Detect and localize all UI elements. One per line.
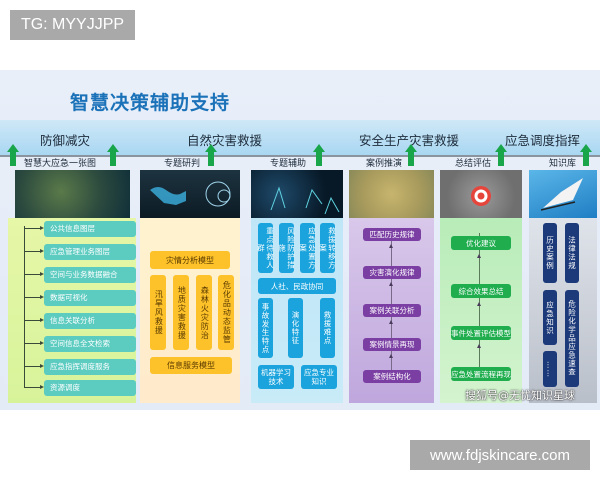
up-arrow-icon (7, 144, 19, 166)
column-box: 汛旱风救援 (150, 275, 166, 350)
up-arrow-icon (495, 144, 507, 166)
list-item: 空间信息全文检索 (44, 336, 136, 352)
step-box: 综合效果总结 (451, 284, 511, 298)
list-item: 信息关联分析 (44, 313, 136, 329)
model-box: 灾情分析模型 (150, 251, 230, 269)
category-defense: 防御减灾 (40, 133, 91, 148)
step-box: 优化建议 (451, 236, 511, 250)
module-label: 总结评估 (455, 159, 492, 169)
list-item: 公共信息图层 (44, 221, 136, 237)
terrain-map-image (349, 170, 434, 218)
column-box: 地质灾害救援 (173, 275, 189, 350)
category-natural-disaster: 自然灾害救援 (187, 133, 263, 148)
module-label: 专题研判 (164, 159, 201, 169)
divider-line (0, 155, 600, 157)
panel-topic-analysis: 灾情分析模型 汛旱风救援 地质灾害救援 森林火灾防治 危化品动态监管 信息服务模… (140, 218, 240, 403)
category-safety-production: 安全生产灾害救援 (359, 133, 460, 148)
watermark-bottom: www.fdjskincare.com (410, 440, 590, 470)
sohu-watermark: 搜狐号@无忧知识星球 (465, 389, 575, 402)
up-arrow-icon (405, 144, 417, 166)
module-label: 知识库 (549, 159, 577, 169)
up-arrow-icon (580, 144, 592, 166)
panel-emergency-map: 公共信息图层 应急管理业务图层 空间与业务数据融合 数据可视化 信息关联分析 空… (8, 218, 136, 403)
panel-topic-assist: 重点待救人群 风险防护措施 应急处置方案 救援转移方案 人社、民政协同 事故发生… (251, 218, 343, 403)
up-arrow-icon (107, 144, 119, 166)
list-item: 数据可视化 (44, 290, 136, 306)
dashboard-map-image (15, 170, 130, 218)
step-box: 应急处置流程再现 (451, 367, 511, 381)
step-box: 案例结构化 (363, 370, 421, 383)
step-box: 案例情景再现 (363, 338, 421, 351)
step-box: 案例关联分析 (363, 304, 421, 317)
category-dispatch-command: 应急调度指挥 (505, 133, 581, 148)
panel-case-deduction: 匹配历史规律 灾害演化规律 案例关联分析 案例情景再现 案例结构化 (349, 218, 434, 403)
diagram-title: 智慧决策辅助支持 (69, 92, 230, 114)
step-box: 事件处置评估模型 (451, 326, 511, 340)
list-item: 应急管理业务图层 (44, 244, 136, 260)
list-item: 应急指挥调度服务 (44, 359, 136, 375)
world-map-brain-image (140, 170, 240, 218)
data-particles-image (251, 170, 343, 218)
module-label: 智慧大应急一张图 (24, 159, 97, 169)
up-arrow-icon (313, 144, 325, 166)
panel-knowledge-base: 历史案例 法律法规 应急知识 危险化学品应急速查 …… (529, 218, 597, 403)
watermark-top: TG: MYYJJPP (10, 10, 135, 40)
column-box: 森林火灾防治 (196, 275, 212, 350)
column-box: 危化品动态监管 (218, 275, 234, 350)
module-label: 案例推演 (366, 159, 403, 169)
list-item: 资源调度 (44, 380, 136, 396)
step-box: 灾害演化规律 (363, 266, 421, 279)
book-image (529, 170, 597, 218)
decision-support-diagram: 智慧决策辅助支持 防御减灾 自然灾害救援 安全生产灾害救援 应急调度指挥 智慧大… (0, 70, 600, 410)
list-item: 空间与业务数据融合 (44, 267, 136, 283)
up-arrow-icon (205, 144, 217, 166)
panel-summary-evaluation: 优化建议 综合效果总结 事件处置评估模型 应急处置流程再现 (440, 218, 522, 403)
module-label: 专题辅助 (270, 159, 307, 169)
step-box: 匹配历史规律 (363, 228, 421, 241)
target-image (440, 170, 522, 218)
model-box: 信息服务模型 (150, 357, 232, 374)
